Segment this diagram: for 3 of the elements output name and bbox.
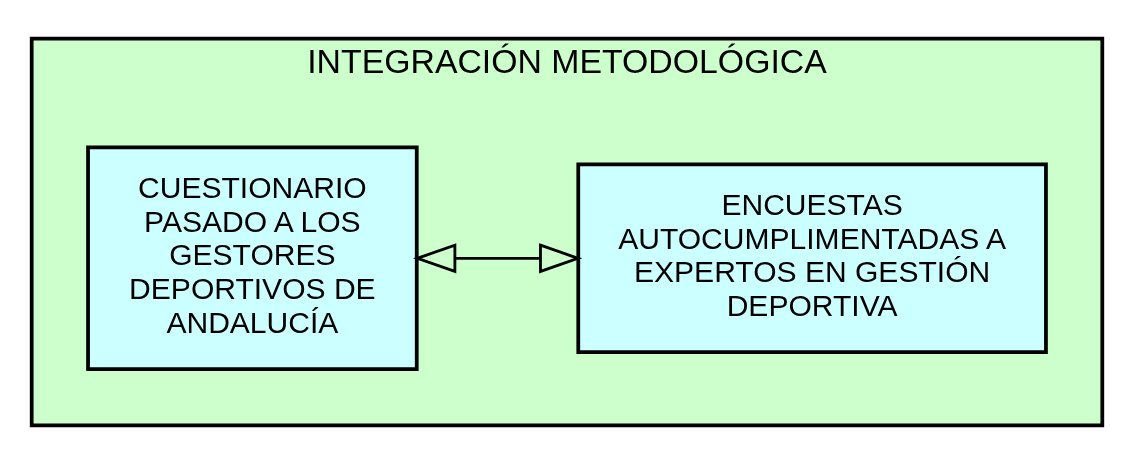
node-box: CUESTIONARIO PASADO A LOS GESTORES DEPORTIVOS DE ANDALUCÍA <box>86 145 419 371</box>
arrow <box>413 243 583 274</box>
node-box: ENCUESTAS AUTOCUMPLIMENTADAS A EXPERTOS EN GESTIÓN DEPORTIVA <box>576 162 1048 355</box>
